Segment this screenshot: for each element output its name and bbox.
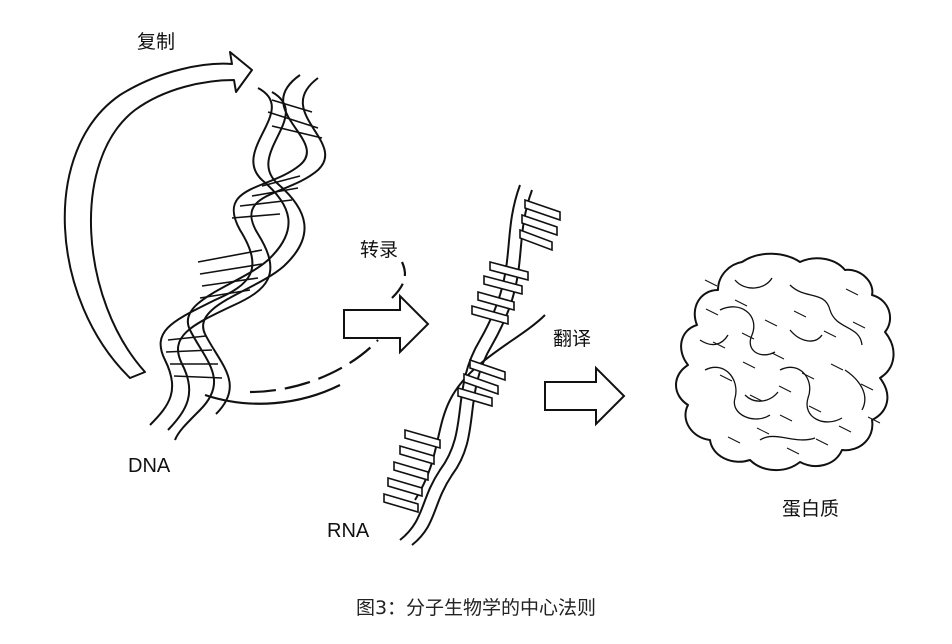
rna-strand-icon	[383, 184, 561, 546]
transcription-arrow	[249, 261, 430, 394]
translation-label: 翻译	[553, 328, 592, 350]
replication-arrow	[63, 51, 253, 379]
replication-label: 复制	[137, 31, 176, 53]
dna-label: DNA	[128, 455, 171, 477]
protein-label: 蛋白质	[782, 498, 840, 520]
dna-double-helix-icon	[149, 74, 341, 441]
rna-label: RNA	[327, 520, 370, 542]
folded-protein-icon	[675, 252, 895, 471]
translation-arrow	[544, 365, 626, 427]
figure-caption: 图3：分子生物学的中心法则	[355, 597, 597, 619]
transcription-label: 转录	[360, 239, 399, 261]
